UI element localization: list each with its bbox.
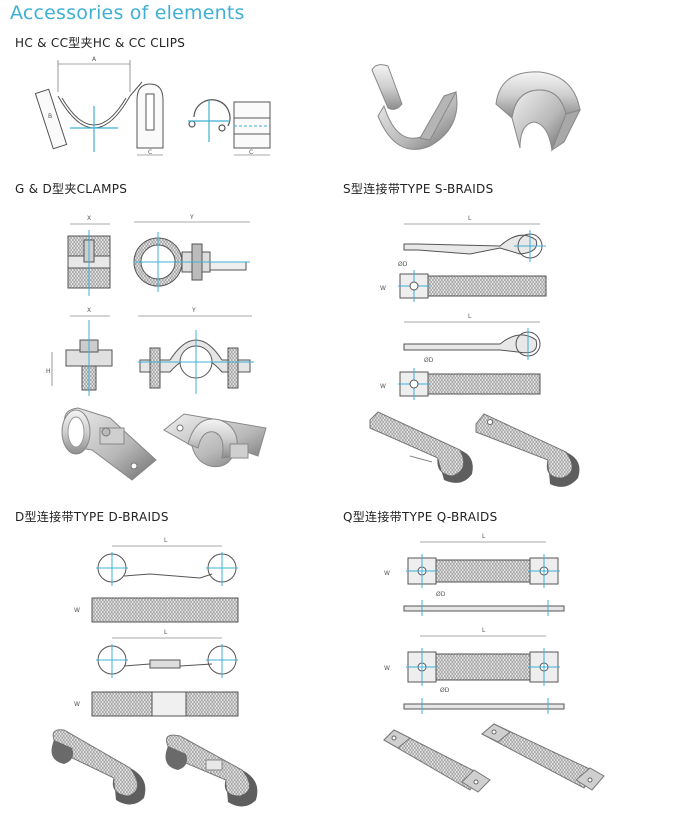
dim-label-x: X [87, 215, 91, 222]
cc-clip-side-drawing [233, 101, 271, 156]
section-heading-q-braids: Q型连接带TYPE Q-BRAIDS [343, 510, 498, 524]
dim-label-l-s1: L [468, 215, 472, 222]
d-braid-3d-render-1 [51, 729, 146, 805]
section-heading-gd-clamps: G & D型夹CLAMPS [15, 182, 128, 196]
dim-label-l-d2: L [164, 629, 168, 636]
g-clamp-side-drawing [133, 221, 250, 292]
dim-label-x-2: X [87, 307, 91, 314]
dim-label-w-s1: W [380, 285, 386, 292]
dim-label-c-2: C [249, 149, 253, 156]
dim-label-c: C [148, 149, 152, 156]
cc-clip-3d-render [495, 71, 581, 152]
dim-label-d-q2: ØD [440, 687, 450, 694]
q-braid-3d-render-2 [481, 723, 605, 791]
q-braid-drawing-2 [403, 635, 565, 714]
dim-label-y-2: Y [191, 307, 196, 314]
section-heading-s-braids: S型连接带TYPE S-BRAIDS [343, 182, 494, 196]
cc-clip-ring-drawing [188, 99, 231, 142]
dim-label-w-q1: W [384, 570, 390, 577]
dim-label-w-s2: W [380, 383, 386, 390]
dim-label-l-q2: L [482, 627, 486, 634]
dim-label-y: Y [189, 214, 194, 221]
s-braid-3d-render-2 [475, 413, 580, 487]
dim-label-d-q1: ØD [436, 591, 446, 598]
page-title: Accessories of elements [10, 2, 245, 24]
dim-label-a: A [92, 56, 97, 63]
cc-clip-profile-drawing [136, 83, 164, 156]
dim-label-b: B [48, 113, 52, 120]
hc-clip-3d-render [371, 64, 458, 150]
d-braid-drawing-1 [91, 545, 239, 623]
section-heading-hc-cc: HC & CC型夹HC & CC CLIPS [15, 36, 186, 50]
d-clamp-front-drawing [51, 315, 113, 396]
g-clamp-front-drawing [67, 223, 111, 296]
d-braid-drawing-2 [91, 637, 239, 717]
d-braid-3d-render-2 [165, 734, 258, 807]
dim-label-d-s1: ØD [398, 261, 408, 268]
g-clamp-3d-render [61, 407, 157, 481]
s-braid-drawing-1 [398, 223, 547, 302]
dim-label-l-q1: L [482, 533, 486, 540]
section-heading-d-braids: D型连接带TYPE D-BRAIDS [15, 510, 169, 524]
dim-label-d-s2: ØD [424, 357, 434, 364]
dim-label-w-d2: W [74, 701, 80, 708]
dim-label-w-d1: W [74, 607, 80, 614]
d-clamp-side-drawing [138, 315, 254, 394]
d-clamp-3d-render [163, 413, 267, 468]
dim-label-l-d1: L [164, 537, 168, 544]
dim-label-l-s2: L [468, 313, 472, 320]
hc-clip-drawing [34, 60, 143, 152]
s-braid-3d-render-1 [369, 411, 473, 483]
q-braid-drawing-1 [403, 541, 565, 616]
s-braid-drawing-2 [398, 321, 541, 400]
dim-label-h: H [46, 368, 51, 375]
dim-label-w-q2: W [384, 665, 390, 672]
q-braid-3d-render-1 [383, 729, 491, 793]
